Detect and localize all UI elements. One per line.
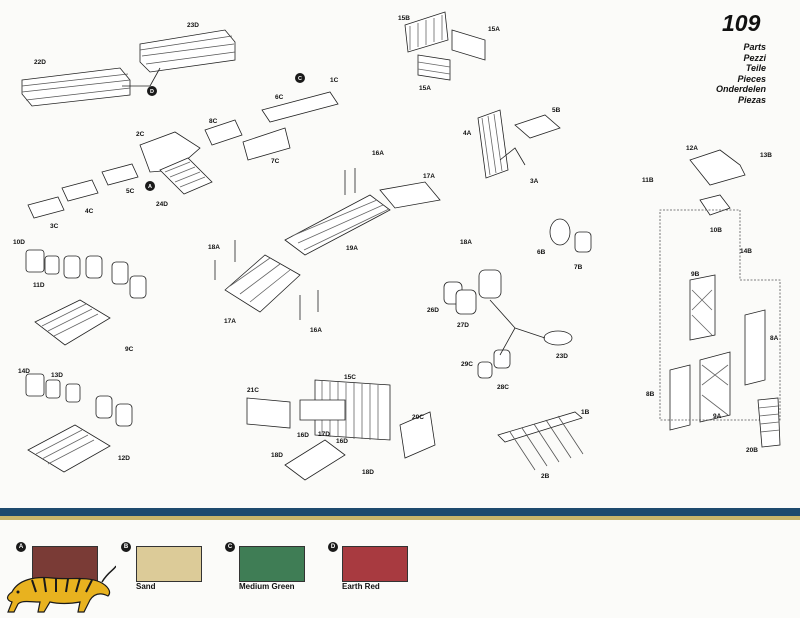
label-6C: 6C (275, 94, 284, 101)
label-1C: 1C (330, 77, 339, 84)
label-29C: 29C (461, 361, 473, 368)
label-4A: 4A (463, 130, 472, 137)
tower-parts (659, 149, 781, 448)
barbed-fence-parts (497, 411, 584, 471)
parts-header-es: Piezas (737, 94, 766, 105)
swatch-C (239, 546, 305, 582)
label-4C: 4C (85, 208, 94, 215)
brick-wall-parts (21, 29, 236, 107)
page-number: 109 (722, 10, 761, 36)
label-11B: 11B (642, 177, 654, 184)
barrel-pallet-1 (25, 249, 147, 346)
label-6B: 6B (537, 249, 546, 256)
divider-band (0, 508, 800, 516)
label-11D: 11D (33, 282, 45, 289)
label-22D: 22D (34, 59, 46, 66)
callout-C: C (295, 73, 305, 83)
svg-text:C: C (298, 76, 302, 82)
label-17A-b: 17A (224, 318, 236, 325)
callout-A: A (145, 181, 155, 191)
label-18D: 18D (271, 452, 283, 459)
barrel-pallet-2 (25, 373, 133, 473)
label-16D-b: 16D (336, 438, 348, 445)
label-13B: 13B (760, 152, 772, 159)
label-8B: 8B (646, 391, 655, 398)
label-20B: 20B (746, 447, 758, 454)
swatch-B (136, 546, 202, 582)
gate-parts (477, 109, 561, 179)
tiger-logo-icon (6, 565, 116, 613)
label-7B: 7B (574, 264, 583, 271)
sandbag-parts (27, 91, 339, 219)
label-18A-b: 18A (460, 239, 472, 246)
divider-accent (0, 516, 800, 520)
parts-header-de: Teile (745, 63, 766, 73)
label-23D: 23D (187, 22, 199, 29)
label-16D: 16D (297, 432, 309, 439)
label-26D: 26D (427, 307, 439, 314)
legend-letter-D: D (328, 542, 338, 552)
label-15A: 15A (488, 26, 500, 33)
swatch-D-label: Earth Red (342, 582, 380, 591)
label-19A: 19A (346, 245, 358, 252)
label-23D-b: 23D (556, 353, 568, 360)
barrels-6B-7B (549, 218, 592, 253)
label-24D: 24D (156, 201, 168, 208)
label-10B: 10B (710, 227, 722, 234)
legend-letter-C: C (225, 542, 235, 552)
label-14B: 14B (740, 248, 752, 255)
label-15A-b: 15A (419, 85, 431, 92)
label-16A-b: 16A (310, 327, 322, 334)
legend-letter-A: A (16, 542, 26, 552)
parts-diagram: 22D 23D D 1C 6C 7C 8C 2C 5C 4C 3C 24D C … (13, 11, 781, 481)
label-1B: 1B (581, 409, 590, 416)
label-12A: 12A (686, 145, 698, 152)
label-18A: 18A (208, 244, 220, 251)
label-10D: 10D (13, 239, 25, 246)
svg-text:D: D (150, 89, 154, 95)
label-2C: 2C (136, 131, 145, 138)
swatch-C-label: Medium Green (239, 582, 295, 591)
label-15C: 15C (344, 374, 356, 381)
parts-header: Parts Pezzi Teile Pieces Onderdelen Piez… (716, 42, 766, 105)
parts-header-fr: Pieces (737, 73, 766, 84)
parts-header-nl: Onderdelen (715, 84, 766, 94)
barrels-group (443, 269, 573, 379)
label-5C: 5C (126, 188, 135, 195)
label-12D: 12D (118, 455, 130, 462)
label-8C: 8C (209, 118, 218, 125)
label-17A: 17A (423, 173, 435, 180)
swatch-D (342, 546, 408, 582)
fence-assembly (246, 379, 436, 481)
label-27D: 27D (457, 322, 469, 329)
label-20C: 20C (412, 414, 424, 421)
fence-parts-15 (404, 11, 486, 81)
label-7C: 7C (271, 158, 280, 165)
label-21C: 21C (247, 387, 259, 394)
label-9B: 9B (691, 271, 700, 278)
label-8A: 8A (770, 335, 779, 342)
parts-header-it: Pezzi (743, 52, 766, 63)
label-3A: 3A (530, 178, 539, 185)
parts-header-en: Parts (743, 42, 766, 52)
label-5B: 5B (552, 107, 561, 114)
label-28C: 28C (497, 384, 509, 391)
label-9C: 9C (125, 346, 134, 353)
label-17D: 17D (318, 431, 330, 438)
label-18D-b: 18D (362, 469, 374, 476)
swatch-B-label: Sand (136, 582, 156, 591)
callout-D: D (147, 86, 157, 96)
label-13D: 13D (51, 372, 63, 379)
legend-letter-B: B (121, 542, 131, 552)
walkway-parts (214, 168, 441, 320)
label-16A: 16A (372, 150, 384, 157)
label-2B: 2B (541, 473, 550, 480)
label-14D: 14D (18, 368, 30, 375)
label-3C: 3C (50, 223, 59, 230)
label-15B: 15B (398, 15, 410, 22)
svg-text:A: A (148, 184, 152, 190)
label-9A: 9A (713, 413, 722, 420)
